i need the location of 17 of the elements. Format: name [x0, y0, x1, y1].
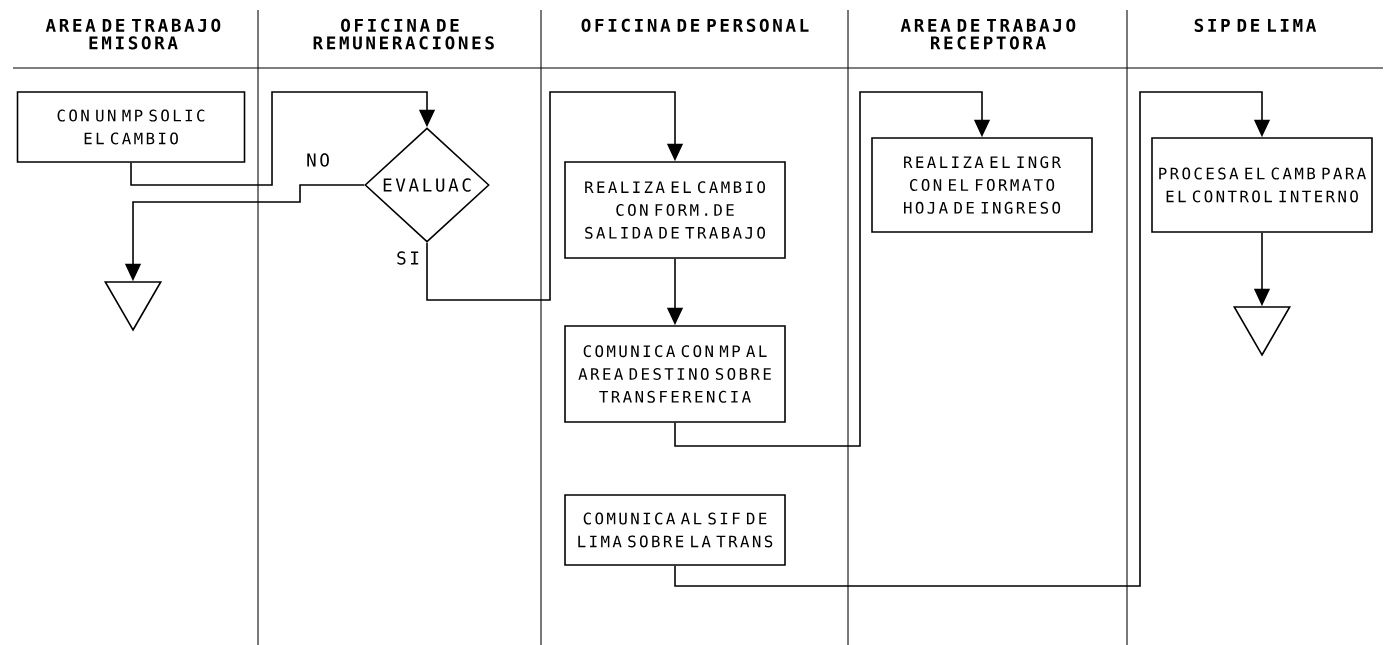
- arrow: [130, 91, 436, 186]
- edge-label: NO: [304, 151, 332, 169]
- lane-header: SIP DE LIMA: [1194, 18, 1317, 32]
- process-box: REALIZA EL INGR CON EL FORMATO HOJA DE INGRESO: [871, 137, 1093, 233]
- edge-label: SI: [394, 249, 422, 267]
- process-box: REALIZA EL CAMBIO CON FORM.DE SALIDA DE TRABAJO: [564, 161, 786, 259]
- process-box: COMUNICA AL SIF DE LIMA SOBRE LA TRANS: [564, 494, 786, 566]
- process-box: PROCESA EL CAMB PARA EL CONTROL INTERNO: [1151, 137, 1373, 233]
- lane-header: OFICINA DE PERSONAL: [581, 18, 809, 32]
- arrow: [426, 91, 684, 301]
- lane-header: AREA DE TRABAJO EMISORA: [45, 18, 221, 50]
- lane-header: AREA DE TRABAJO RECEPTORA: [900, 18, 1076, 50]
- arrow: [674, 91, 1271, 587]
- process-box: COMUNICA CON MP AL AREA DESTINO SOBRE TRANSFERENCIA: [564, 325, 786, 423]
- process-box: CON UN MP SOLIC EL CAMBIO: [16, 91, 246, 163]
- arrow: [674, 91, 991, 447]
- lane-header: OFICINA DE REMUNERACIONES: [313, 18, 494, 50]
